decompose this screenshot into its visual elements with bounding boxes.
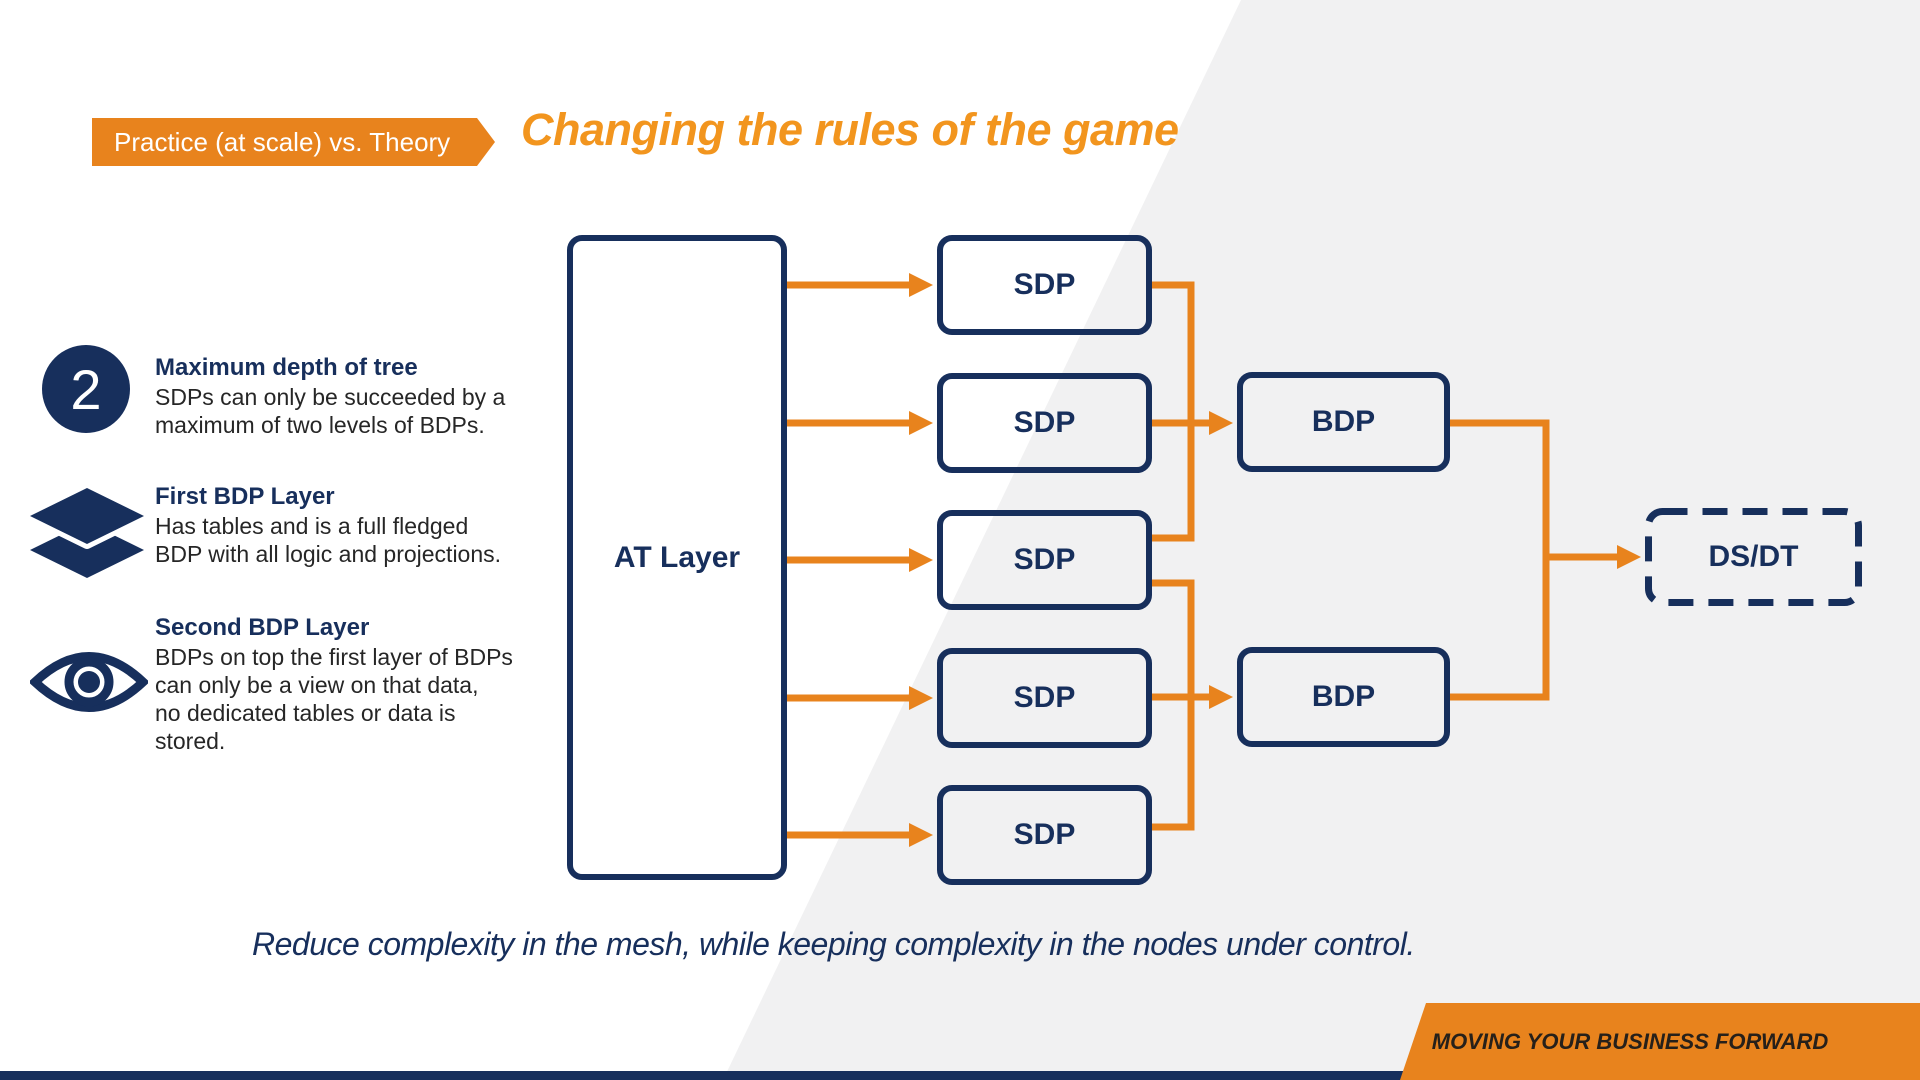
kicker-banner: Practice (at scale) vs. Theory: [92, 118, 495, 166]
sdp-label: SDP: [1013, 543, 1076, 576]
sdp-label: SDP: [1013, 268, 1076, 301]
rule-body: BDPs on top the first layer of BDPs can …: [155, 644, 513, 754]
eye-iris-ring: [64, 657, 114, 707]
sdp-box-1: SDP: [937, 235, 1152, 335]
sdp-label: SDP: [1013, 818, 1076, 851]
rule-body: Has tables and is a full fledged BDP wit…: [155, 513, 502, 567]
arrowhead-sdp-2: [909, 411, 933, 435]
footer-tagline: MOVING YOUR BUSINESS FORWARD: [1431, 1028, 1829, 1054]
at-layer-label: AT Layer: [613, 540, 741, 574]
rule-item-second-bdp-layer: Second BDP Layer BDPs on top the first l…: [155, 613, 515, 755]
bdp-box-1: BDP: [1237, 372, 1450, 472]
dsdt-box: DS/DT: [1645, 508, 1862, 606]
eye-icon: [28, 640, 150, 729]
footer-banner: MOVING YOUR BUSINESS FORWARD: [1400, 1003, 1920, 1080]
sdp-box-3: SDP: [937, 510, 1152, 610]
badge-number: 2: [70, 357, 102, 421]
number-2-badge: 2: [42, 345, 130, 433]
rule-body: SDPs can only be succeeded by a maximum …: [155, 384, 506, 438]
layers-bottom-layer: [30, 522, 144, 578]
rule-heading: Second BDP Layer: [155, 614, 370, 641]
sdp-box-4: SDP: [937, 648, 1152, 748]
rule-heading: Maximum depth of tree: [155, 354, 418, 381]
dsdt-label: DS/DT: [1708, 540, 1799, 573]
arrowhead-sdp-3: [909, 548, 933, 572]
sdp-box-2: SDP: [937, 373, 1152, 473]
eye-pupil: [78, 671, 100, 693]
sdp-label: SDP: [1013, 406, 1076, 439]
arrowhead-sdp-1: [909, 273, 933, 297]
bdp-label: BDP: [1311, 680, 1376, 713]
eye-outline: [28, 652, 150, 712]
layers-icon: [25, 483, 149, 585]
rule-item-first-bdp-layer: First BDP Layer Has tables and is a full…: [155, 482, 515, 568]
rule-item-max-depth: Maximum depth of tree SDPs can only be s…: [155, 353, 515, 439]
bottom-navy-bar: [0, 1071, 1920, 1080]
sdp-box-5: SDP: [937, 785, 1152, 885]
layers-top-layer: [25, 483, 149, 549]
rule-heading: First BDP Layer: [155, 483, 335, 510]
bdp-box-2: BDP: [1237, 647, 1450, 747]
kicker-label: Practice (at scale) vs. Theory: [114, 126, 451, 157]
sdp-label: SDP: [1013, 681, 1076, 714]
bdp-label: BDP: [1311, 405, 1376, 438]
footer-note: Reduce complexity in the mesh, while kee…: [252, 926, 1415, 962]
at-layer-box: AT Layer: [567, 235, 787, 880]
page-title: Changing the rules of the game: [521, 104, 1179, 155]
